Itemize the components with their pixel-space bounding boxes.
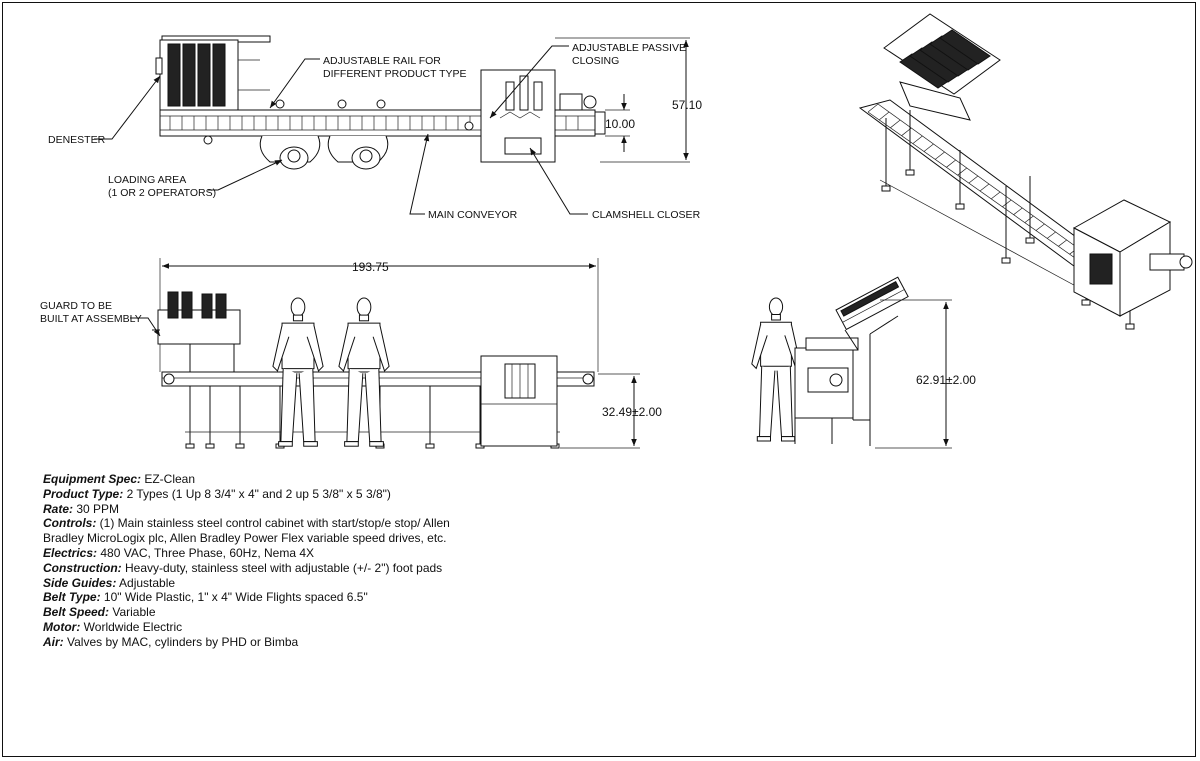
dim-overall-height: 62.91±2.00 [916,373,976,387]
callout-clamshell-closer: CLAMSHELL CLOSER [592,209,701,221]
spec-key: Controls: [43,516,97,531]
spec-value: 30 PPM [73,501,120,516]
spec-value: 480 VAC, Three Phase, 60Hz, Nema 4X [97,545,315,560]
callout-rail-line2: DIFFERENT PRODUCT TYPE [323,68,467,80]
spec-value: Valves by MAC, cylinders by PHD or Bimba [63,634,299,649]
spec-row: Air: Valves by MAC, cylinders by PHD or … [43,635,483,650]
spec-key: Rate: [43,501,74,516]
spec-row: Bradley MicroLogix plc, Allen Bradley Po… [43,531,483,546]
side-operators [272,297,390,447]
spec-row: Controls: (1) Main stainless steel contr… [43,516,483,531]
side-denester [152,291,241,373]
spec-value: Variable [109,605,156,620]
spec-value: 10" Wide Plastic, 1" x 4" Wide Flights s… [100,590,368,605]
spec-key: Side Guides: [43,575,117,590]
side-view: 193.75 [40,258,662,449]
spec-row: Equipment Spec: EZ-Clean [43,472,483,487]
dim-overall-width: 57.10 [672,98,702,112]
spec-value: (1) Main stainless steel control cabinet… [96,516,450,531]
spec-key: Air: [43,634,64,649]
callout-guard-line1: GUARD TO BE [40,300,112,312]
spec-value: Adjustable [116,575,176,590]
spec-key: Equipment Spec: [43,472,142,486]
spec-row: Electrics: 480 VAC, Three Phase, 60Hz, N… [43,546,483,561]
spec-row: Rate: 30 PPM [43,502,483,517]
spec-value: Bradley MicroLogix plc, Allen Bradley Po… [43,531,447,546]
spec-row: Motor: Worldwide Electric [43,620,483,635]
spec-row: Construction: Heavy-duty, stainless stee… [43,561,483,576]
callout-denester: DENESTER [48,134,106,146]
spec-value: EZ-Clean [141,472,196,486]
spec-value: Heavy-duty, stainless steel with adjusta… [121,560,443,575]
side-closer-station [480,355,558,447]
isometric-view [858,13,1193,330]
callout-passive-line2: CLOSING [572,55,619,67]
end-view: 62.91±2.00 [751,276,976,449]
callout-passive-line1: ADJUSTABLE PASSIVE [572,42,686,54]
spec-value: Worldwide Electric [80,619,183,634]
top-denester [155,35,271,111]
dim-rail-gap: 10.00 [605,117,635,131]
spec-value: 2 Types (1 Up 8 3/4" x 4" and 2 up 5 3/8… [123,486,391,501]
spec-row: Belt Type: 10" Wide Plastic, 1" x 4" Wid… [43,590,483,605]
top-operators [259,135,389,170]
spec-key: Belt Speed: [43,605,110,620]
callout-loading-line2: (1 OR 2 OPERATORS) [108,187,216,199]
spec-key: Motor: [43,619,81,634]
top-view: 57.10 10.00 DENESTER ADJUSTABLE RAIL FOR… [48,35,702,221]
spec-key: Construction: [43,560,122,575]
callout-main-conveyor: MAIN CONVEYOR [428,209,518,221]
dim-overall-length: 193.75 [352,260,389,274]
callout-loading-line1: LOADING AREA [108,174,186,186]
dim-belt-height: 32.49±2.00 [602,405,662,419]
callout-rail-line1: ADJUSTABLE RAIL FOR [323,55,441,67]
spec-key: Product Type: [43,486,124,501]
spec-key: Electrics: [43,545,98,560]
spec-key: Belt Type: [43,590,101,605]
spec-row: Product Type: 2 Types (1 Up 8 3/4" x 4" … [43,487,483,502]
spec-row: Belt Speed: Variable [43,605,483,620]
callout-guard-line2: BUILT AT ASSEMBLY [40,313,142,325]
spec-row: Side Guides: Adjustable [43,576,483,591]
